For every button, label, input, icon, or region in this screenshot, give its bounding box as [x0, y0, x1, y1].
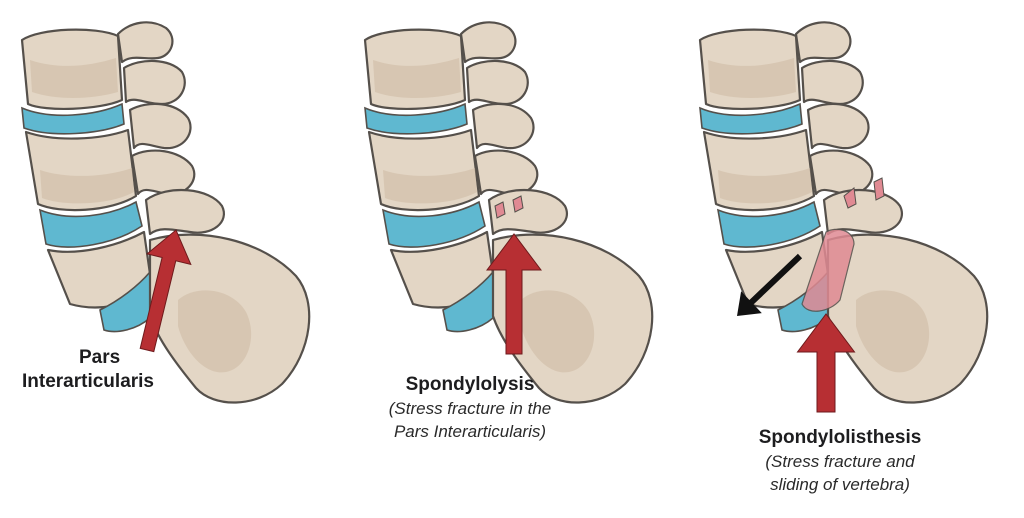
spine-panel-3: [698, 21, 989, 404]
facet-process-5: [822, 188, 903, 236]
panel-2-subtitle-line-1: (Stress fracture in the: [388, 399, 552, 418]
panel-3-label: Spondylolisthesis (Stress fracture and s…: [690, 426, 990, 496]
panel-2-label: Spondylolysis (Stress fracture in the Pa…: [340, 373, 600, 443]
facet-process-4: [473, 149, 539, 196]
panel-1-title: Pars Interarticularis: [22, 346, 192, 394]
black-arrow-slip-direction: [737, 253, 803, 316]
panel-3-title: Spondylolisthesis: [758, 427, 922, 448]
vertebral-body-1-shade: [708, 58, 796, 98]
vertebral-body-1-shade: [373, 58, 461, 98]
sacrum-shade: [178, 290, 252, 373]
red-arrow-spondylolysis: [486, 233, 542, 355]
facet-process-4: [130, 149, 196, 196]
facet-process-2: [800, 59, 864, 106]
intervertebral-disc-1: [699, 102, 803, 135]
facet-process-4: [808, 149, 874, 196]
vertebral-body-3: [46, 230, 154, 309]
facet-process-3: [806, 102, 870, 150]
facet-process-1: [459, 21, 517, 64]
facet-process-3: [128, 102, 192, 150]
fracture-mark: [873, 177, 885, 201]
panel-3-subtitle-line-1: (Stress fracture and: [765, 452, 915, 471]
intervertebral-disc-1: [364, 102, 468, 135]
vertebral-body-2-shade: [718, 168, 812, 204]
facet-process-1: [794, 21, 852, 64]
facet-process-5: [144, 188, 225, 236]
vertebral-body-1-shade: [30, 58, 118, 98]
vertebral-body-2-shade: [40, 168, 134, 204]
vertebral-body-2-shade: [383, 168, 477, 204]
spine-panel-2: [363, 21, 654, 404]
panel-1-title-line-1: Pars: [79, 347, 121, 368]
panel-1-title-line-2: Interarticularis: [22, 371, 154, 392]
intervertebral-disc-2: [716, 200, 821, 248]
facet-process-2: [122, 59, 186, 106]
facet-process-2: [465, 59, 529, 106]
panel-3-subtitle-line-2: sliding of vertebra): [770, 475, 910, 494]
fracture-mark: [843, 187, 857, 209]
facet-process-3: [471, 102, 535, 150]
sacrum-shade: [856, 290, 930, 373]
vertebral-body-3: [389, 230, 497, 309]
spine-panel-1: [20, 21, 311, 404]
facet-process-5: [487, 188, 568, 236]
intervertebral-disc-2: [38, 200, 143, 248]
intervertebral-disc-2: [381, 200, 486, 248]
panel-2-title: Spondylolysis: [405, 374, 535, 395]
panel-2-subtitle-line-2: Pars Interarticularis): [393, 422, 547, 441]
intervertebral-disc-1: [21, 102, 125, 135]
red-arrow-spondylolisthesis: [796, 313, 856, 413]
red-arrow-pars: [139, 229, 192, 353]
slipped-segment-highlight: [801, 228, 855, 312]
sacrum-shade: [521, 290, 595, 373]
facet-process-1: [116, 21, 174, 64]
fracture-mark: [494, 201, 506, 219]
fracture-mark: [512, 195, 524, 213]
